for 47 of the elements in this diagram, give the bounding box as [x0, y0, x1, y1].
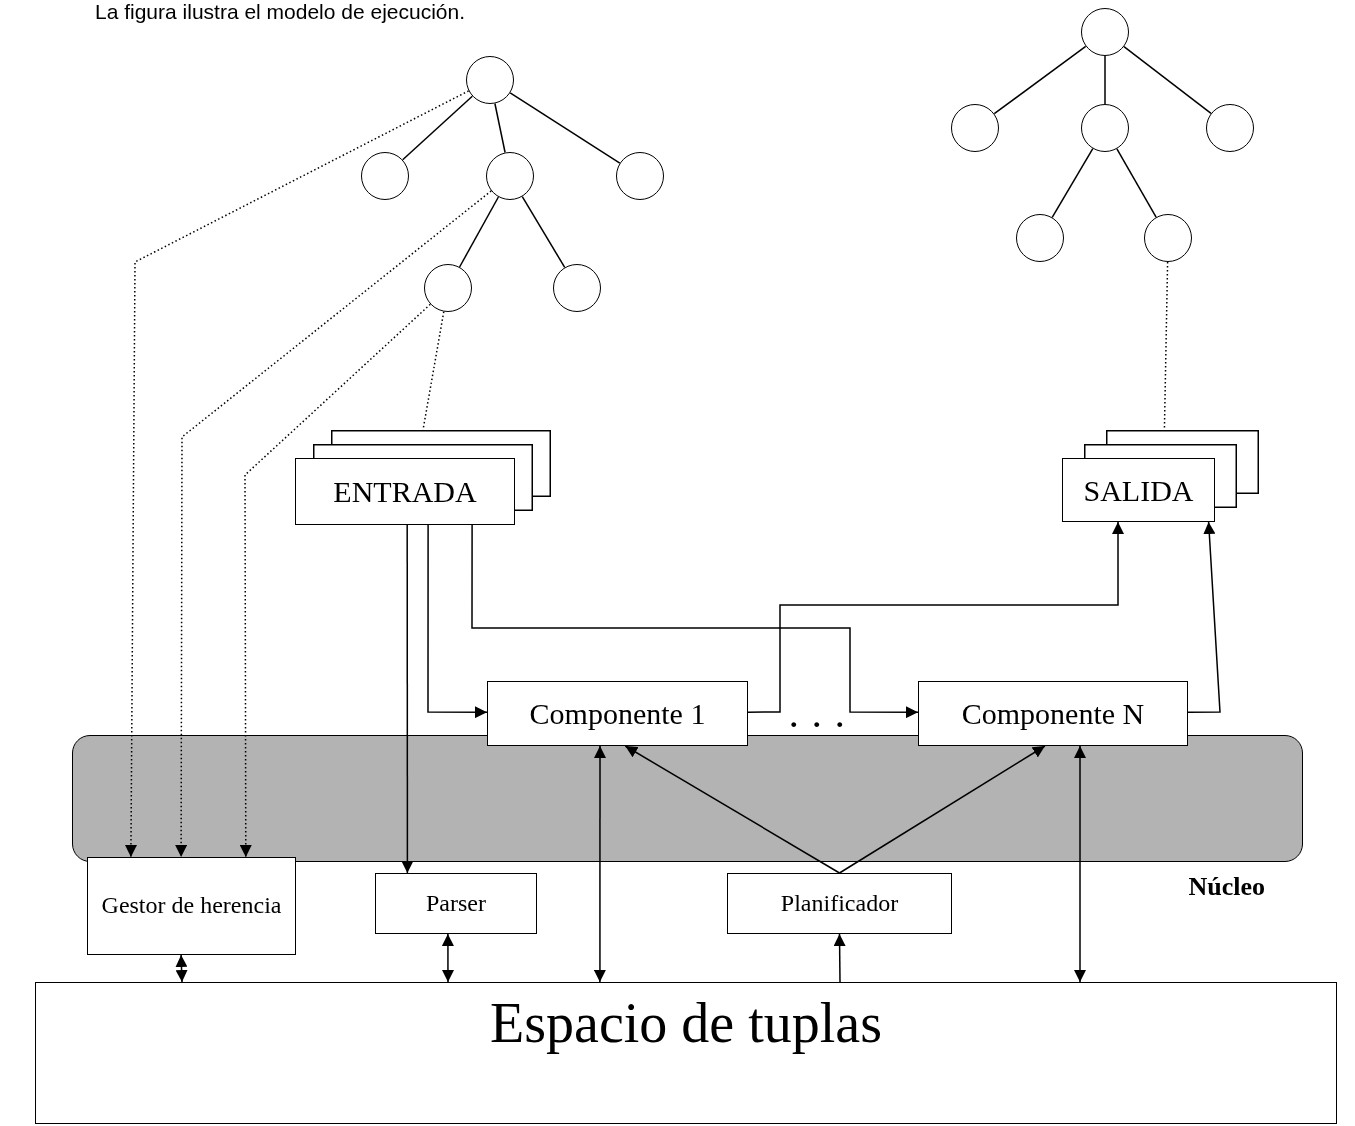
dotted-connector [125, 90, 470, 858]
process-box: Componente N [918, 681, 1188, 746]
arrow [1074, 745, 1086, 983]
tree-node-circle [1144, 214, 1192, 262]
tree-branch-line [509, 92, 621, 164]
ellipsis-dots: . . . [790, 700, 848, 734]
tree-node-circle [424, 264, 472, 312]
process-box: Parser [375, 873, 537, 934]
arrow [441, 933, 454, 983]
tree-branch-line [1051, 147, 1094, 219]
tuple-space-label: Espacio de tuplas [490, 993, 882, 1055]
tree-node-circle [1081, 8, 1129, 56]
tree-node-circle [553, 264, 601, 312]
tree-branch-line [494, 102, 506, 154]
arrow [833, 933, 846, 983]
arrow [747, 521, 1124, 713]
process-box: Planificador [727, 873, 952, 934]
tree-branch-line [1123, 45, 1212, 115]
core-label: Núcleo [1188, 872, 1265, 902]
tree-branch-line [401, 95, 474, 161]
arrow [624, 745, 841, 874]
tree-branch-line [1104, 55, 1106, 105]
arrow [427, 524, 488, 719]
tree-node-circle [361, 152, 409, 200]
tree-node-circle [1016, 214, 1064, 262]
intro-sentence: La figura ilustra el modelo de ejecución. [95, 0, 466, 24]
arrow [471, 524, 919, 719]
arrow [1187, 521, 1221, 713]
process-box: Gestor de herencia [87, 857, 296, 955]
tree-branch-line [1116, 148, 1157, 218]
process-box: Componente 1 [487, 681, 748, 746]
tree-branch-line [993, 45, 1087, 115]
arrow [838, 745, 1046, 874]
tree-node-circle [616, 152, 664, 200]
arrow [175, 954, 188, 983]
arrow [593, 745, 606, 983]
tree-node-circle [486, 152, 534, 200]
tree-node-circle [1081, 104, 1129, 152]
tree-branch-line [458, 196, 500, 268]
tree-branch-line [521, 195, 566, 269]
dotted-connector [239, 303, 432, 858]
tree-node-circle [466, 56, 514, 104]
tuple-space-box [35, 982, 1337, 1124]
arrow [401, 524, 414, 874]
tree-node-circle [1206, 104, 1254, 152]
tree-node-circle [951, 104, 999, 152]
dotted-connector [175, 190, 492, 858]
